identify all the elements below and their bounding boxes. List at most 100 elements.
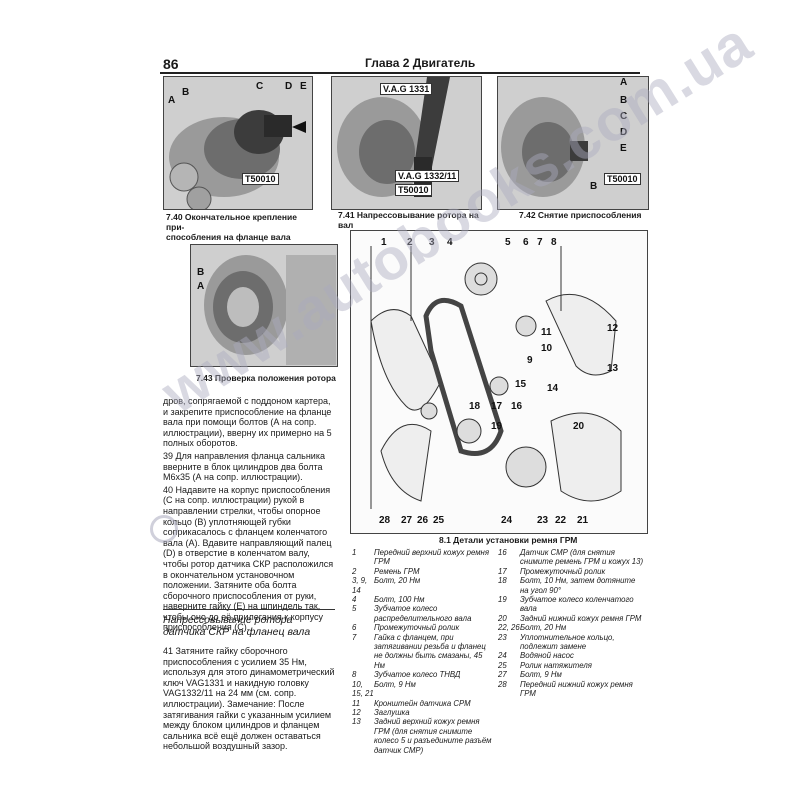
legend-row: 16 Датчик СМР (для снятия снимите ремень …: [498, 548, 646, 567]
legend-key: 5: [352, 604, 357, 614]
figure-7-43-drawing: [191, 245, 337, 366]
fig81-num-28: 28: [379, 515, 391, 526]
figure-7-41-photo: V.A.G 1331 V.A.G 1332/11 T50010: [331, 76, 482, 210]
legend-key: 2: [352, 566, 357, 576]
fig81-num-21: 21: [577, 515, 589, 526]
fig742-label-e: E: [620, 143, 627, 154]
legend-value: Кронштейн датчика СРМ: [374, 698, 471, 708]
fig81-num-4: 4: [447, 237, 453, 248]
fig743-label-b: B: [197, 267, 205, 278]
legend-row: 25 Ролик натяжителя: [498, 661, 646, 670]
figure-7-41-drawing: [332, 77, 481, 209]
legend-key: 18: [498, 576, 507, 586]
legend-row: 11 Кронштейн датчика СРМ: [352, 699, 492, 708]
fig81-num-10: 10: [541, 343, 553, 354]
legend-key: 23: [498, 632, 507, 642]
page-number: 86: [163, 56, 179, 72]
legend-key: 24: [498, 651, 507, 661]
legend-value: Промежуточный ролик: [520, 566, 606, 576]
legend-value: Гайка с фланцем, при затягивании резьба …: [374, 632, 486, 670]
legend-key: 28: [498, 679, 507, 689]
legend-value: Задний нижний кожух ремня ГРМ: [520, 613, 642, 623]
legend-row: 17 Промежуточный ролик: [498, 567, 646, 576]
fig741-socket-label: V.A.G 1332/11: [395, 170, 460, 182]
legend-value: Водяной насос: [520, 651, 574, 661]
legend-key: 12: [352, 707, 361, 717]
fig743-label-a: A: [197, 281, 205, 292]
fig81-num-7: 7: [537, 237, 543, 248]
fig81-num-27: 27: [401, 515, 413, 526]
legend-value: Заглушка: [374, 707, 410, 717]
fig81-num-17: 17: [491, 401, 503, 412]
fig742-label-b2: B: [590, 181, 598, 192]
subheading-rule: [163, 609, 335, 610]
fig742-label-b: B: [620, 95, 628, 106]
figure-7-40-photo: B A C D E T50010: [163, 76, 313, 210]
legend-value: Ремень ГРМ: [374, 566, 420, 576]
header-rule: [160, 72, 640, 74]
legend-key: 7: [352, 632, 357, 642]
section-subheading: Напрессовывание ротора датчика СКР на фл…: [163, 614, 311, 638]
legend-row: 6 Промежуточный ролик: [352, 623, 492, 632]
legend-row: 20 Задний нижний кожух ремня ГРМ: [498, 614, 646, 623]
figure-7-42-caption: 7.42 Снятие приспособления: [519, 210, 642, 220]
legend-row: 5 Зубчатое колесо распределительного вала: [352, 604, 492, 623]
legend-key: 20: [498, 613, 507, 623]
fig740-label-e: E: [300, 81, 307, 92]
paragraph-39: 39 Для направления фланца сальника вверн…: [163, 450, 325, 483]
fig81-num-3: 3: [429, 237, 435, 248]
legend-value: Уплотнительное кольцо, подлежит замене: [520, 632, 615, 652]
fig81-num-19: 19: [491, 421, 503, 432]
fig81-num-14: 14: [547, 383, 559, 394]
parts-legend-right: 16 Датчик СМР (для снятия снимите ремень …: [498, 548, 646, 699]
legend-value: Датчик СМР (для снятия снимите ремень ГР…: [520, 548, 644, 567]
paragraph-38-end: дров, сопрягаемой с поддоном картера, и …: [163, 396, 332, 449]
paragraph-40: 40 Надавите на корпус приспособления (С …: [163, 484, 334, 633]
legend-key: 17: [498, 566, 507, 576]
legend-row: 2 Ремень ГРМ: [352, 567, 492, 576]
legend-key: 11: [352, 698, 361, 708]
paragraph-41: 41 Затяните гайку сборочного приспособле…: [163, 646, 335, 752]
figure-8-1-caption: 8.1 Детали установки ремня ГРМ: [439, 535, 578, 545]
legend-key: 6: [352, 623, 357, 633]
watermark-globe-icon: [150, 515, 178, 543]
fig81-num-16: 16: [511, 401, 523, 412]
fig81-num-24: 24: [501, 515, 513, 526]
legend-value: Зубчатое колесо распределительного вала: [374, 604, 472, 623]
legend-key: 16: [498, 548, 507, 557]
legend-value: Промежуточный ролик: [374, 623, 460, 633]
legend-key: 13: [352, 717, 361, 727]
legend-key: 25: [498, 660, 507, 670]
legend-key: 3, 9, 14: [352, 576, 368, 595]
fig81-num-12: 12: [607, 323, 619, 334]
legend-key: 4: [352, 595, 357, 605]
legend-value: Зубчатое колесо коленчатого вала: [520, 595, 634, 614]
fig81-num-8: 8: [551, 237, 557, 248]
fig81-num-18: 18: [469, 401, 481, 412]
fig81-num-25: 25: [433, 515, 445, 526]
legend-row: 24 Водяной насос: [498, 651, 646, 660]
figure-7-42-photo: A B C D E B T50010: [497, 76, 649, 210]
legend-key: 1: [352, 548, 357, 557]
fig740-label-b: B: [182, 87, 190, 98]
legend-value: Ролик натяжителя: [520, 660, 592, 670]
figure-8-1-diagram: 1 2 3 4 5 6 7 8 11 10 12 9 13 15 14 18 1…: [350, 230, 648, 534]
fig740-label-d: D: [285, 81, 293, 92]
legend-row: 12 Заглушка: [352, 708, 492, 717]
fig81-num-9: 9: [527, 355, 533, 366]
legend-key: 8: [352, 670, 357, 680]
legend-key: 10, 15, 21: [352, 679, 374, 699]
figure-7-43-photo: B A: [190, 244, 338, 367]
legend-key: 22, 26: [498, 623, 520, 633]
